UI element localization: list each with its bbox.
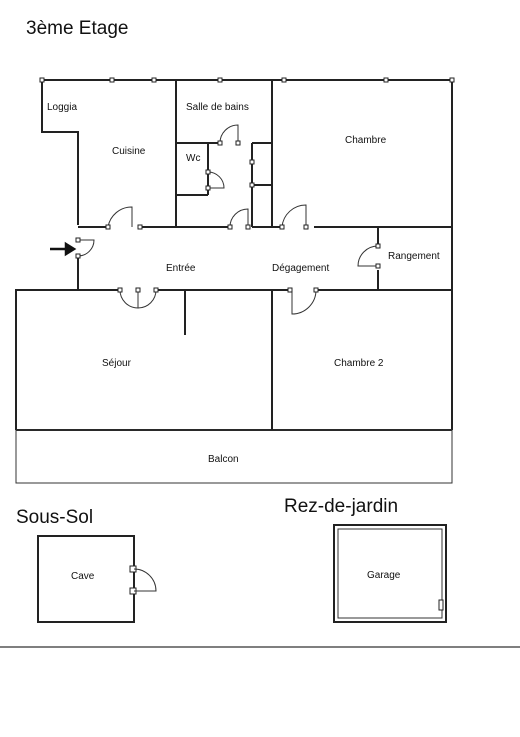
room-chambre: Chambre	[345, 135, 387, 146]
doors	[77, 124, 379, 315]
room-loggia: Loggia	[47, 102, 77, 113]
interior-walls	[78, 80, 452, 430]
room-balcon: Balcon	[208, 454, 239, 465]
entry-arrow-icon	[50, 241, 77, 257]
main-walls	[15, 79, 453, 431]
room-rangement: Rangement	[388, 251, 440, 262]
room-cave: Cave	[71, 571, 95, 582]
heading-rez-de-jardin: Rez-de-jardin	[284, 496, 399, 517]
heading-3eme-etage: 3ème Etage	[26, 18, 129, 39]
wall-posts	[39, 77, 455, 293]
room-garage: Garage	[367, 570, 401, 581]
balcon-area	[15, 429, 453, 484]
room-salle-de-bains: Salle de bains	[186, 102, 249, 113]
heading-sous-sol: Sous-Sol	[16, 507, 94, 528]
room-degagement: Dégagement	[272, 263, 329, 274]
room-cuisine: Cuisine	[112, 146, 146, 157]
room-sejour: Séjour	[102, 358, 132, 369]
cave-plan	[37, 535, 157, 623]
room-chambre-2: Chambre 2	[334, 358, 384, 369]
garage-plan	[333, 524, 447, 623]
room-entree: Entrée	[166, 263, 196, 274]
room-wc: Wc	[186, 153, 200, 164]
